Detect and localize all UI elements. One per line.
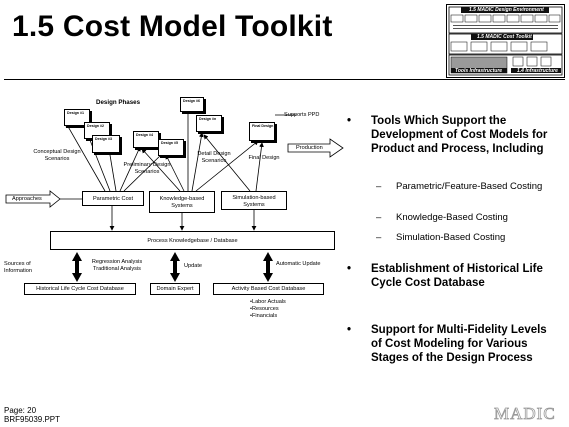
design-sheet-n: Design #n <box>196 115 222 132</box>
historical-lcc-database: Historical Life Cycle Cost Database <box>24 283 136 295</box>
thumbnail-graphic <box>448 6 563 76</box>
design-sheet-3: Design #3 <box>92 135 120 153</box>
navigator-thumbnail[interactable]: 1.5 MADIC Design Environment 1.5 MADIC C… <box>446 4 565 78</box>
design-sheet-4: Design #4 <box>133 131 159 148</box>
sub-simulation-text: Simulation-Based Costing <box>396 232 506 243</box>
update-label: Update <box>184 263 203 269</box>
final-design-sheet: Final Design <box>249 122 275 141</box>
activity-item-labor: •Labor Actuals <box>250 299 286 305</box>
activity-item-financials: •Financials <box>250 313 278 319</box>
thumbnail-bottom-left-label: Tools Infrastructure <box>455 68 503 74</box>
cost-toolkit-diagram: Design Phases Supports PPD Design #1 Des… <box>0 85 345 385</box>
production-arrow <box>287 138 344 158</box>
activity-based-cost-database: Activity Based Cost Database <box>213 283 324 295</box>
conceptual-design-label: Conceptual Design Scenarios <box>33 149 81 162</box>
bullet-historical-db-text: Establishment of Historical Life Cycle C… <box>371 263 543 289</box>
domain-expert-box: Domain Expert <box>150 283 200 295</box>
design-phases-label: Design Phases <box>96 99 141 106</box>
dash-marker: – <box>376 232 382 243</box>
bullet-historical-db: • Establishment of Historical Life Cycle… <box>347 262 557 307</box>
bullet-tools: • Tools Which Support the Development of… <box>347 114 557 174</box>
bullet-multi-fidelity-text: Support for Multi-Fidelity Levels of Cos… <box>371 324 547 364</box>
activity-item-resources: •Resources <box>250 306 279 312</box>
preliminary-design-label: Preliminary Design Scenarios <box>123 162 171 175</box>
approaches-label: Approaches <box>12 196 42 202</box>
regression-analysis-label: Regression Analysis Traditional Analysis <box>91 259 143 272</box>
knowledge-based-box: Knowledge-based Systems <box>149 191 215 213</box>
madic-logo: MADIC <box>494 404 556 424</box>
design-sheet-6: Design #6 <box>180 97 204 112</box>
parametric-cost-box: Parametric Cost <box>82 191 144 206</box>
detail-design-label: Detail Design Scenarios <box>197 151 231 164</box>
slide-title: 1.5 Cost Model Toolkit <box>12 10 333 43</box>
dash-marker: – <box>376 212 382 223</box>
bullet-dot: • <box>347 324 352 336</box>
thumbnail-top-label: 1.5 MADIC Design Environment <box>469 7 544 13</box>
dash-marker: – <box>376 181 382 192</box>
approaches-arrow <box>5 190 61 208</box>
thumbnail-bottom-right-label: 1.4 Infrastructure <box>517 68 558 74</box>
bullet-dot: • <box>347 263 352 275</box>
sub-knowledge-text: Knowledge-Based Costing <box>396 212 508 223</box>
supports-ppd-label: Supports PPD <box>284 112 320 118</box>
bullet-tools-text: Tools Which Support the Development of C… <box>371 115 548 155</box>
design-sheet-1: Design #1 <box>64 109 90 126</box>
thumbnail-mid-label: 1.5 MADIC Cost Toolkit <box>477 34 532 40</box>
bullet-dot: • <box>347 115 352 127</box>
design-sheet-5: Design #5 <box>158 139 184 156</box>
bullet-multi-fidelity: • Support for Multi-Fidelity Levels of C… <box>347 323 557 383</box>
process-knowledgebase-bar: Process Knowledgebase / Database <box>50 231 335 250</box>
footer-page-number: Page: 20 <box>4 406 37 415</box>
production-label: Production <box>296 145 323 151</box>
title-divider <box>4 79 565 80</box>
sources-of-information-label: Sources of Information <box>4 261 32 274</box>
footer-page-info: Page: 20 BRF95039.PPT <box>4 406 60 424</box>
final-design-label: Final Design <box>248 155 280 161</box>
simulation-based-box: Simulation-based Systems <box>221 191 287 210</box>
sub-parametric-text: Parametric/Feature-Based Costing <box>396 181 543 192</box>
footer-file-name: BRF95039.PPT <box>4 415 61 424</box>
automatic-update-label: Automatic Update <box>276 261 321 267</box>
